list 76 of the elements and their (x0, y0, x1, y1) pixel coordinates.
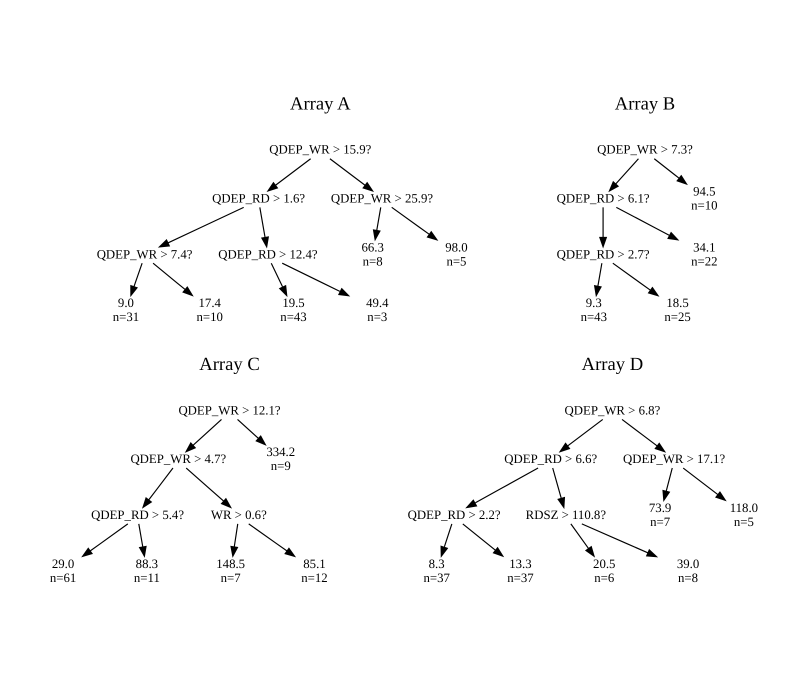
arrow (158, 206, 244, 248)
arrow (582, 523, 658, 558)
arrow (81, 523, 128, 558)
arrow (259, 207, 269, 248)
node-text: QDEP_RD > 6.6? (504, 452, 598, 466)
node-text: QDEP_RD > 2.2? (408, 508, 501, 522)
node-text: 9.3 n=43 (580, 296, 607, 324)
node-text: QDEP_WR > 12.1? (178, 403, 281, 418)
arrow (330, 158, 374, 192)
node-text: 94.5 n=10 (691, 184, 718, 212)
arrow (654, 158, 688, 186)
node-text: 17.4 n=10 (196, 296, 223, 324)
node-text: QDEP_RD > 2.7? (556, 247, 650, 262)
arrow (391, 206, 438, 241)
node-text: 18.5 n=25 (664, 296, 691, 324)
label: Array B (614, 93, 676, 114)
arrow (662, 468, 673, 502)
arrow (570, 524, 596, 558)
node-text: 9.0 n=31 (112, 296, 140, 324)
arrow (230, 524, 238, 558)
node-text: 148.5 n=7 (216, 556, 246, 585)
arrow (465, 468, 538, 508)
arrow (248, 523, 296, 558)
node-text: 19.5 n=43 (280, 296, 307, 324)
label: Array D (582, 354, 644, 376)
arrow (138, 524, 147, 558)
node-text: RDSZ > 110.8? (526, 508, 606, 522)
arrow (142, 468, 174, 509)
node-text: 66.3 n=8 (361, 240, 384, 268)
label: Array A (290, 93, 351, 114)
arrow (608, 158, 639, 192)
arrow (462, 523, 504, 558)
node-text: QDEP_RD > 5.4? (91, 508, 184, 522)
node-text: QDEP_WR > 4.7? (130, 452, 226, 466)
arrow (270, 262, 288, 298)
node-text: 34.1 n=22 (691, 240, 718, 268)
arrow (599, 207, 608, 248)
arrow (594, 263, 602, 298)
node-text: 118.0 n=5 (730, 501, 758, 529)
node-text: QDEP_WR > 6.8? (564, 403, 660, 418)
node-text: 73.9 n=7 (648, 501, 672, 529)
arrow (558, 418, 604, 453)
node-text: QDEP_WR > 7.4? (96, 247, 192, 262)
arrow (682, 468, 727, 502)
node-text: WR > 0.6? (210, 508, 267, 522)
arrow (184, 419, 222, 453)
node-text: QDEP_WR > 17.1? (623, 452, 726, 466)
arrow (440, 524, 452, 558)
node-text: 85.1 n=12 (301, 556, 328, 585)
arrow (186, 468, 232, 509)
arrow (616, 206, 680, 241)
node-text: QDEP_WR > 15.9? (269, 142, 372, 157)
arrow (372, 207, 382, 242)
arrow (552, 468, 566, 510)
node-text: QDEP_RD > 12.4? (218, 247, 318, 262)
node-text: 88.3 n=11 (134, 556, 160, 585)
node-text: QDEP_RD > 1.6? (212, 191, 306, 206)
node-text: 29.0 n=61 (50, 556, 76, 585)
node-text: 98.0 n=5 (445, 240, 468, 268)
arrow (266, 158, 311, 192)
arrow (237, 419, 267, 446)
node-text: QDEP_RD > 6.1? (556, 191, 650, 206)
arrow (130, 263, 143, 298)
node-text: QDEP_WR > 25.9? (330, 191, 434, 206)
arrow (622, 418, 666, 453)
arrow (152, 262, 194, 297)
arrow (282, 262, 350, 296)
node-text: 39.0 n=8 (676, 556, 700, 585)
node-text: 8.3 n=37 (423, 556, 450, 585)
node-text: QDEP_WR > 7.3? (597, 142, 693, 157)
node-text: 20.5 n=6 (593, 556, 616, 585)
node-text: 334.2 n=9 (266, 445, 296, 474)
node-text: 49.4 n=3 (366, 296, 389, 324)
node-text: 13.3 n=37 (507, 556, 534, 585)
label: Array C (199, 354, 260, 376)
arrow (612, 262, 660, 297)
